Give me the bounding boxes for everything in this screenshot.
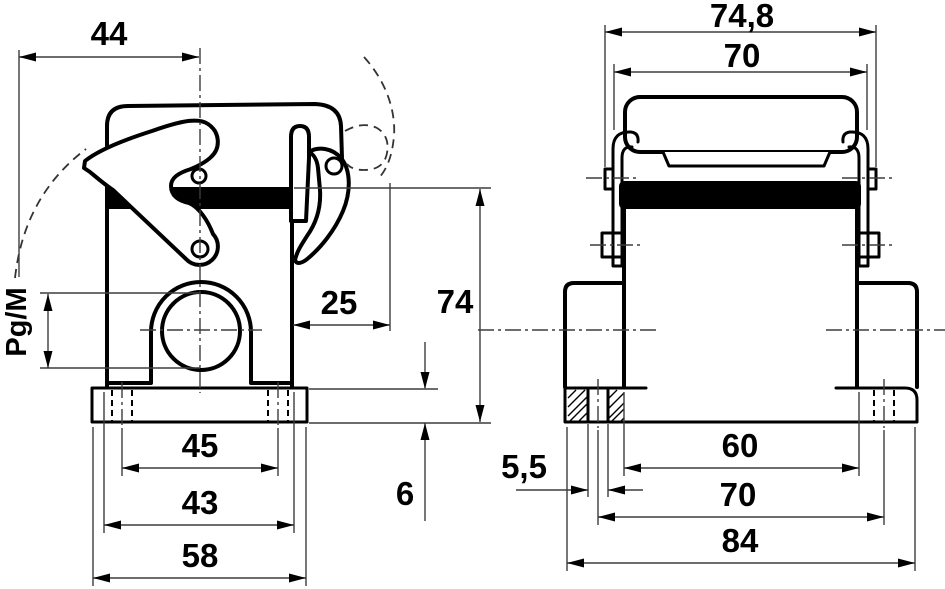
dim-70top-ext <box>613 64 868 130</box>
dim-748-label: 74,8 <box>710 0 774 34</box>
dim-25-label: 25 <box>321 284 358 321</box>
cable-entry-saddle <box>105 280 294 385</box>
front-sleeve-left <box>563 281 626 389</box>
dim-6-label: 6 <box>396 475 414 512</box>
dim-58-label: 58 <box>182 537 219 574</box>
lever-pin <box>190 167 208 185</box>
front-cover-lip <box>661 151 832 168</box>
front-mounting-flange <box>563 386 919 424</box>
dim-74-label: 74 <box>437 283 474 320</box>
dim-55-ext <box>587 424 609 497</box>
cable-entry-hole <box>160 290 242 372</box>
front-view: 74,8 70 60 70 84 5,5 <box>478 0 945 571</box>
locking-lever <box>82 118 220 267</box>
front-cover <box>623 95 859 154</box>
dim-pgm-label: Pg/M <box>1 287 33 356</box>
dim-70top-label: 70 <box>724 37 761 74</box>
dim-44-label: 44 <box>91 15 128 52</box>
dim-43-label: 43 <box>182 484 219 521</box>
latch-open-phantom <box>344 124 389 171</box>
front-pin-right <box>866 167 878 191</box>
dim-60-ext <box>623 392 860 476</box>
dim-60-label: 60 <box>722 427 759 464</box>
front-pin-left <box>603 167 615 191</box>
dim-43-ext <box>103 392 295 533</box>
side-mounting-flange <box>90 386 309 424</box>
front-sleeve-right <box>855 281 919 389</box>
front-bracket-right <box>841 130 870 268</box>
side-flange-hole-left <box>111 390 133 422</box>
lever-swing-arc-left <box>14 148 87 279</box>
front-gasket-band <box>619 181 861 209</box>
dim-45-label: 45 <box>182 427 219 464</box>
lever-swing-arc-right <box>363 56 396 181</box>
dim-70bot-ext <box>597 430 885 525</box>
dim-58-ext <box>92 427 307 586</box>
dim-84-ext <box>566 427 916 571</box>
flange-hole-right-edges <box>873 390 895 422</box>
flange-hole-left-edges <box>586 388 610 424</box>
side-view: 44 Pg/M 25 74 6 45 <box>1 15 491 586</box>
side-housing-cover-top <box>105 102 344 160</box>
dim-55-label: 5,5 <box>501 448 547 485</box>
front-bracket-left <box>611 130 640 268</box>
flange-hatch-left <box>567 389 625 423</box>
side-flange-hole-right <box>267 390 289 422</box>
dim-84-label: 84 <box>722 522 759 559</box>
dim-748-ext <box>604 25 877 167</box>
latch-hook <box>289 124 311 223</box>
latch-pin <box>324 156 344 176</box>
dim-70bot-label: 70 <box>720 476 757 513</box>
latch-claw <box>293 146 351 265</box>
